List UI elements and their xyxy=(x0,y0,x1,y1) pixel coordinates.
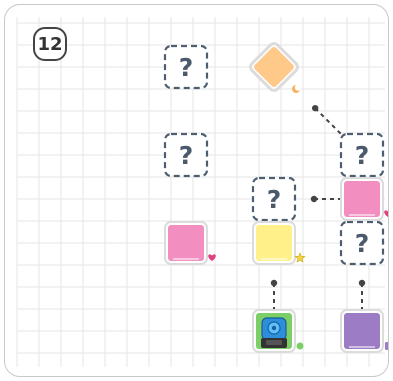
question-tile-border xyxy=(251,176,297,222)
game-board-frame: 12 ????? xyxy=(4,4,389,377)
question-tile[interactable]: ? xyxy=(163,44,209,90)
robot-tread xyxy=(266,340,282,345)
question-mark-icon: ? xyxy=(355,141,370,170)
question-tile[interactable]: ? xyxy=(163,132,209,178)
question-tile-border xyxy=(339,220,385,266)
question-tile-border xyxy=(339,132,385,178)
question-mark-icon: ? xyxy=(179,141,194,170)
question-mark-icon: ? xyxy=(355,229,370,258)
question-mark-icon: ? xyxy=(179,53,194,82)
pink-tile[interactable] xyxy=(164,221,216,265)
connector xyxy=(358,279,366,309)
yellow-tile[interactable] xyxy=(252,221,306,265)
tile-fill xyxy=(344,313,380,349)
tile-fill xyxy=(168,225,204,261)
star-icon xyxy=(294,252,306,263)
heart-icon xyxy=(208,254,216,261)
connector-dot xyxy=(311,104,319,112)
rotated-tile-group xyxy=(249,42,299,92)
square-icon xyxy=(385,342,388,350)
heart-icon xyxy=(384,210,388,217)
level-number-badge: 12 xyxy=(33,27,67,61)
connector-line xyxy=(314,107,348,141)
robot-player[interactable] xyxy=(252,309,304,353)
connector xyxy=(311,104,348,141)
purple-tile[interactable] xyxy=(340,309,389,353)
tile-fill xyxy=(256,225,292,261)
pink-tile[interactable] xyxy=(340,177,389,221)
question-tile[interactable]: ? xyxy=(339,132,385,178)
question-tile-border xyxy=(163,132,209,178)
tile-fill xyxy=(344,181,380,217)
tile-fill xyxy=(254,47,294,87)
question-tile[interactable]: ? xyxy=(251,176,297,222)
peach-tile[interactable] xyxy=(249,42,302,93)
question-mark-icon: ? xyxy=(267,185,282,214)
question-tile-border xyxy=(163,44,209,90)
connector xyxy=(270,279,278,309)
moon-icon-cutout xyxy=(294,84,302,91)
question-tile[interactable]: ? xyxy=(339,220,385,266)
connector xyxy=(310,195,340,203)
connector-dot xyxy=(310,195,318,203)
connector-dot xyxy=(270,279,278,287)
game-board: ????? xyxy=(16,17,389,367)
connector-dot xyxy=(358,279,366,287)
circle-icon xyxy=(296,342,304,350)
robot-pupil xyxy=(271,325,277,331)
